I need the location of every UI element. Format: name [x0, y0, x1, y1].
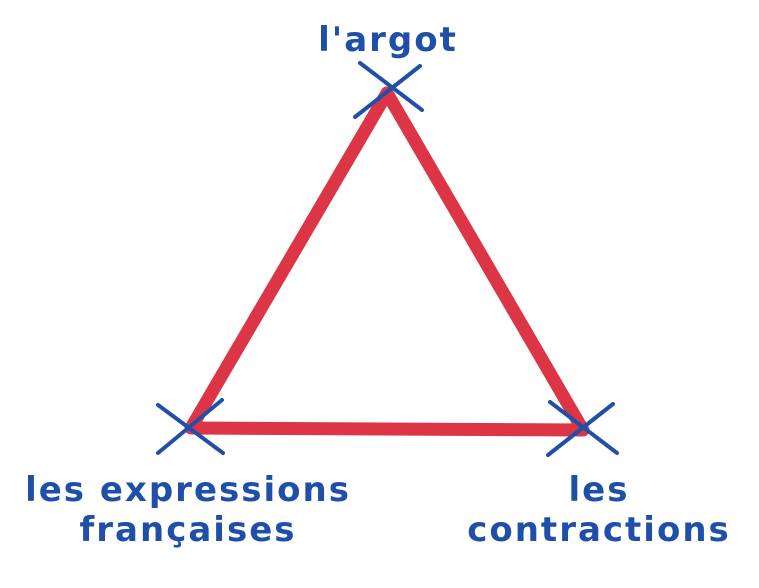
node-label-expressions-line1: les expressions: [25, 470, 351, 510]
node-label-expressions: les expressions françaises: [18, 470, 358, 550]
x-marker-bottom-left: [156, 398, 225, 455]
node-label-argot-text: l'argot: [318, 20, 458, 60]
node-label-argot: l'argot: [298, 20, 478, 60]
node-label-expressions-line2: françaises: [79, 510, 297, 550]
node-label-contractions: les contractions: [454, 470, 744, 550]
node-label-contractions-line2: contractions: [467, 510, 731, 550]
triangle-outline: [184, 86, 590, 437]
x-marker-bottom-right: [546, 400, 619, 457]
x-marker-top: [353, 61, 424, 119]
node-label-contractions-line1: les: [568, 470, 630, 510]
